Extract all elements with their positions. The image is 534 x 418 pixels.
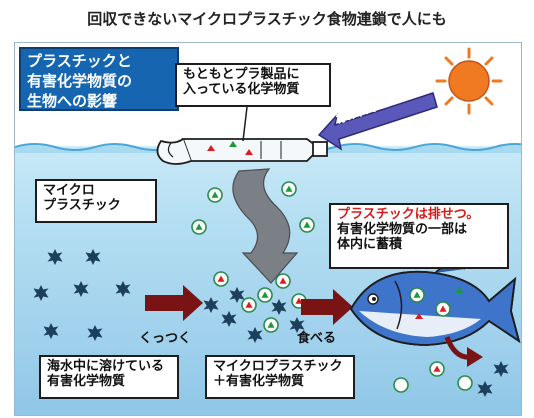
diagram-artwork <box>15 47 521 397</box>
plastic-bottle-icon <box>156 138 328 165</box>
excretion-label: プラスチックは排せつ。 有害化学物質の一部は 体内に蓄積 <box>329 203 509 269</box>
heading-line-2: 有害化学物質の <box>27 72 133 90</box>
sun-icon <box>435 47 503 115</box>
heading-line-3: 生物への影響 <box>27 92 118 110</box>
combined-label: マイクロプラスチック ＋有害化学物質 <box>205 355 355 399</box>
microplastic-label: マイクロ プラスチック <box>35 179 157 223</box>
heading-box: プラスチックと 有害化学物質の 生物への影響 <box>19 47 179 111</box>
uv-arrow <box>317 92 438 151</box>
plastic-chemicals-label: もともとプラ製品に 入っている化学物質 <box>175 63 331 107</box>
down-arrow <box>232 168 299 284</box>
food-chain-diagram: プラスチックと 有害化学物質の 生物への影響 もともとプラ製品に 入っている化学… <box>14 42 522 416</box>
fish-icon <box>349 264 521 346</box>
figure-title: 回収できないマイクロプラスチック食物連鎖で人にも <box>87 10 447 28</box>
heading-line-1: プラスチックと <box>27 52 132 70</box>
stick-label: くっつく <box>139 331 192 346</box>
dissolved-chemicals-label: 海水中に溶けている 有害化学物質 <box>39 355 179 399</box>
eat-label: 食べる <box>297 331 337 346</box>
